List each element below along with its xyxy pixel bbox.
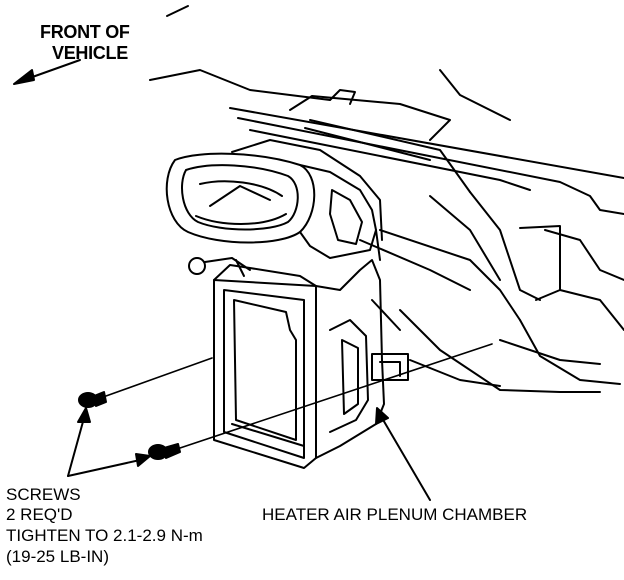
heater-plenum-chamber-label: HEATER AIR PLENUM CHAMBER [262, 505, 528, 524]
screw-upper [78, 391, 107, 408]
front-of-vehicle-label-line1: FRONT OF [40, 22, 130, 42]
plenum-chamber [165, 139, 409, 469]
screw-leader-lines [105, 343, 493, 449]
dashboard-outline [149, 69, 624, 393]
screws-torque-label: TIGHTEN TO 2.1-2.9 N-m [6, 526, 203, 545]
screws-quantity-label: 2 REQ'D [6, 505, 73, 524]
screws-pointer-arrows [67, 407, 151, 477]
screws-torque-imperial-label: (19-25 LB-IN) [6, 547, 109, 566]
screw-lower [148, 443, 181, 460]
screws-label-line1: SCREWS [6, 485, 81, 504]
front-arrow [13, 5, 189, 85]
chamber-pointer-arrow [375, 407, 431, 501]
front-of-vehicle-label-line2: VEHICLE [52, 43, 128, 63]
